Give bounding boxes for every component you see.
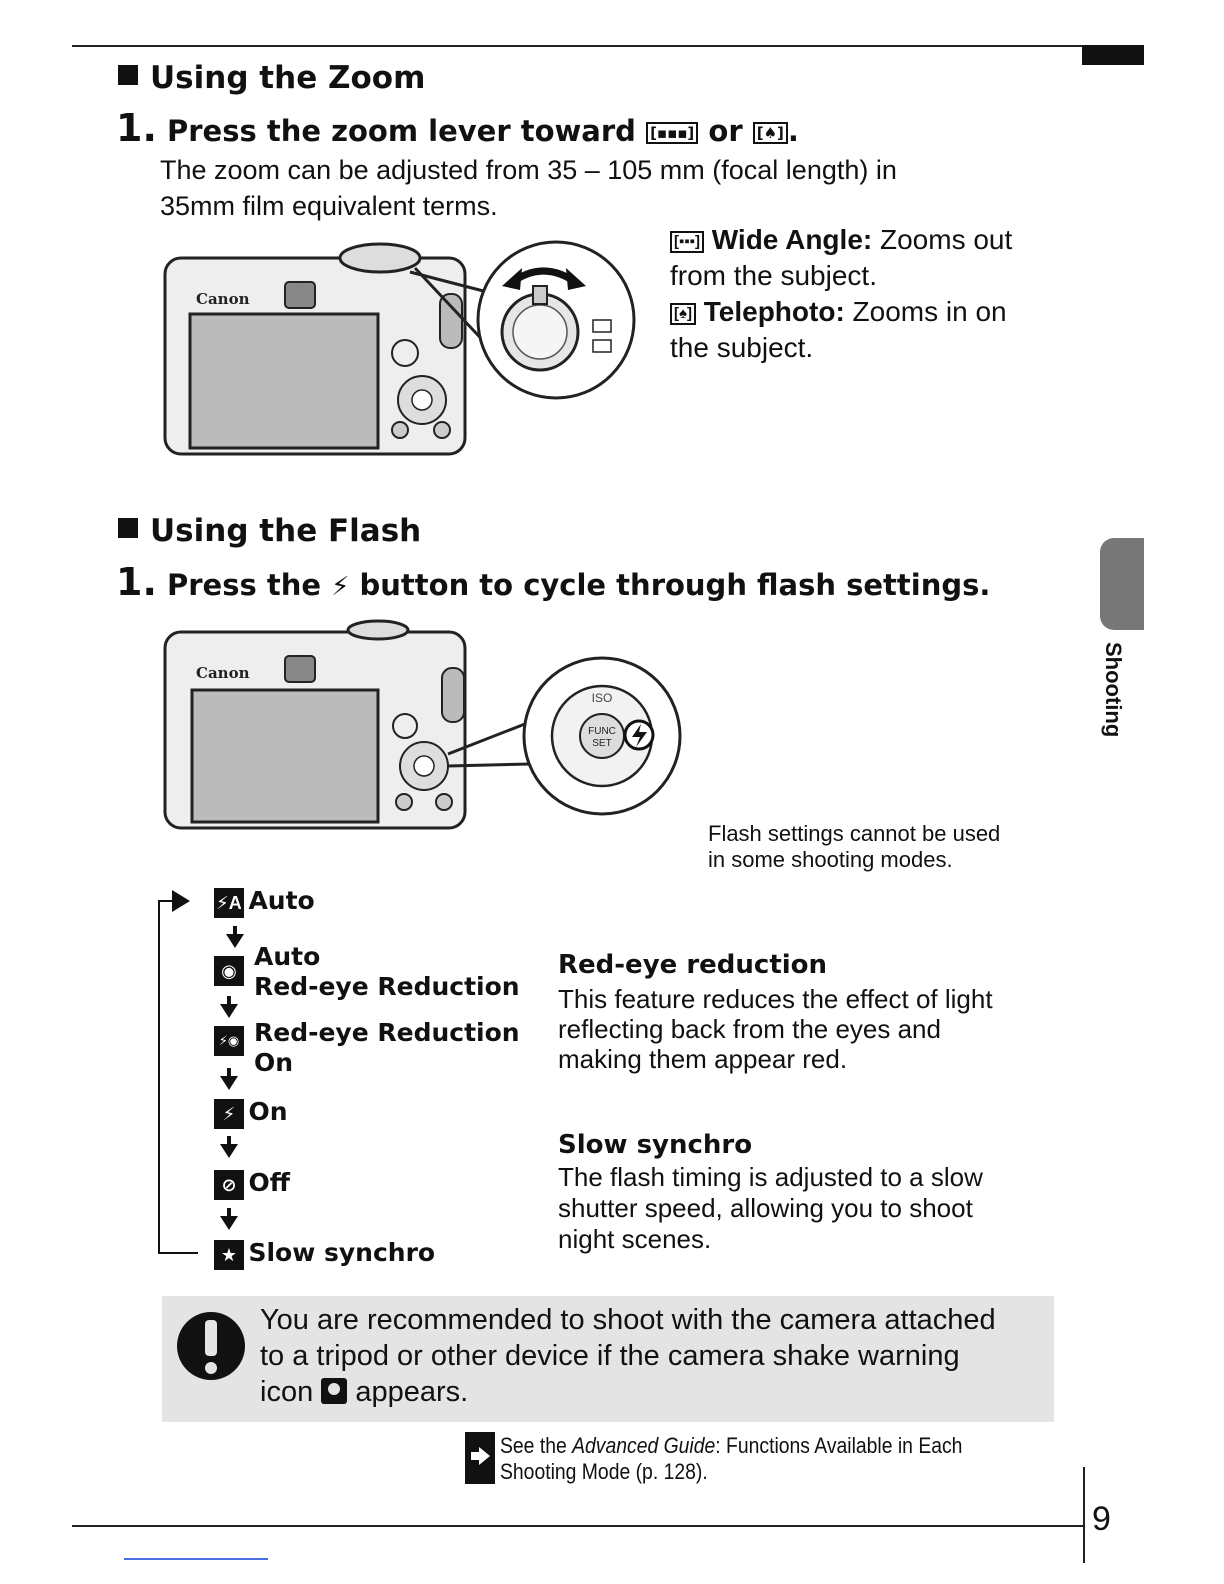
zoom-descriptions: [▪▪▪] Wide Angle: Zooms out from the sub… <box>670 222 1013 363</box>
section-tab <box>1100 538 1144 630</box>
down-arrow-icon <box>220 1068 238 1090</box>
page-number: 9 <box>1092 1500 1111 1538</box>
down-arrow-icon <box>220 1208 238 1230</box>
flash-mode-on: ⚡ On <box>214 1097 288 1129</box>
flash-heading: Using the Flash <box>118 513 421 549</box>
svg-text:FUNC: FUNC <box>588 726 616 737</box>
cycle-line-vertical <box>158 900 160 1253</box>
section-tab-label: Shooting <box>1101 642 1126 738</box>
warning-box <box>162 1296 1054 1422</box>
wide-angle-desc: [▪▪▪] Wide Angle: Zooms out <box>670 222 1012 258</box>
telephoto-icon: [♠] <box>670 303 696 325</box>
flash-mode-red-eye-on: ⚡◉ <box>214 1026 244 1056</box>
top-corner-block <box>1082 45 1144 65</box>
flash-camera-illustration: Canon ISO FUNC SET <box>163 619 682 830</box>
camera-brand-label: Canon <box>196 290 250 308</box>
flash-mode-off: ⊘ Off <box>214 1168 290 1200</box>
flash-off-icon: ⊘ <box>214 1170 244 1200</box>
down-arrow-icon <box>220 1136 238 1158</box>
slow-synchro-icon: ★ <box>214 1240 244 1270</box>
flash-auto-icon: ⚡A <box>214 888 244 918</box>
wide-angle-icon: [▪▪▪] <box>670 231 704 253</box>
telephoto-desc: [♠] Telephoto: Zooms in on <box>670 294 1012 330</box>
flash-mode-slow-synchro: ★ Slow synchro <box>214 1238 435 1270</box>
flash-mode-red-eye-on-label: Red-eye Reduction On <box>254 1018 520 1077</box>
flash-mode-auto-red-eye-label: Auto Red-eye Reduction <box>254 942 520 1001</box>
link-underline <box>124 1558 268 1560</box>
warning-text: You are recommended to shoot with the ca… <box>260 1304 996 1408</box>
flash-on-icon: ⚡ <box>214 1099 244 1129</box>
flash-mode-auto-red-eye: ◉ <box>214 956 244 986</box>
flash-bolt-icon: ⚡ <box>331 572 350 602</box>
red-eye-auto-icon: ◉ <box>214 956 244 986</box>
zoom-heading: Using the Zoom <box>118 60 425 96</box>
zoom-paragraph: The zoom can be adjusted from 35 – 105 m… <box>160 155 897 221</box>
wide-angle-icon: [▪▪▪] <box>646 122 699 144</box>
camera-shake-icon <box>321 1378 348 1404</box>
bullet-square <box>118 65 138 85</box>
flash-note: Flash settings cannot be used in some sh… <box>708 821 1001 872</box>
top-rule <box>72 45 1144 47</box>
slow-synchro-explanation: Slow synchro The flash timing is adjuste… <box>558 1130 983 1254</box>
down-arrow-icon <box>220 996 238 1018</box>
zoom-camera-illustration: Canon <box>163 240 636 456</box>
page-number-divider <box>1083 1467 1085 1563</box>
cycle-arrow-right-icon <box>172 890 190 912</box>
cycle-line-top <box>158 900 178 902</box>
camera-brand-label: Canon <box>196 664 250 682</box>
flash-mode-auto: ⚡A Auto <box>214 886 315 918</box>
cycle-line-bottom <box>158 1252 198 1254</box>
telephoto-icon: [♠] <box>752 122 788 144</box>
svg-text:ISO: ISO <box>592 691 613 705</box>
reference-arrow-icon <box>465 1432 495 1484</box>
red-eye-explanation: Red-eye reduction This feature reduces t… <box>558 950 993 1074</box>
bullet-square <box>118 518 138 538</box>
svg-text:SET: SET <box>592 738 611 749</box>
down-arrow-icon <box>226 926 244 948</box>
bottom-rule <box>72 1525 1084 1527</box>
red-eye-on-icon: ⚡◉ <box>214 1026 244 1056</box>
zoom-step-1: 1. Press the zoom lever toward [▪▪▪] or … <box>116 106 799 150</box>
reference-text: See the Advanced Guide: Functions Availa… <box>500 1433 963 1484</box>
caution-icon <box>177 1312 245 1380</box>
flash-step-1: 1. Press the ⚡ button to cycle through f… <box>116 560 991 604</box>
